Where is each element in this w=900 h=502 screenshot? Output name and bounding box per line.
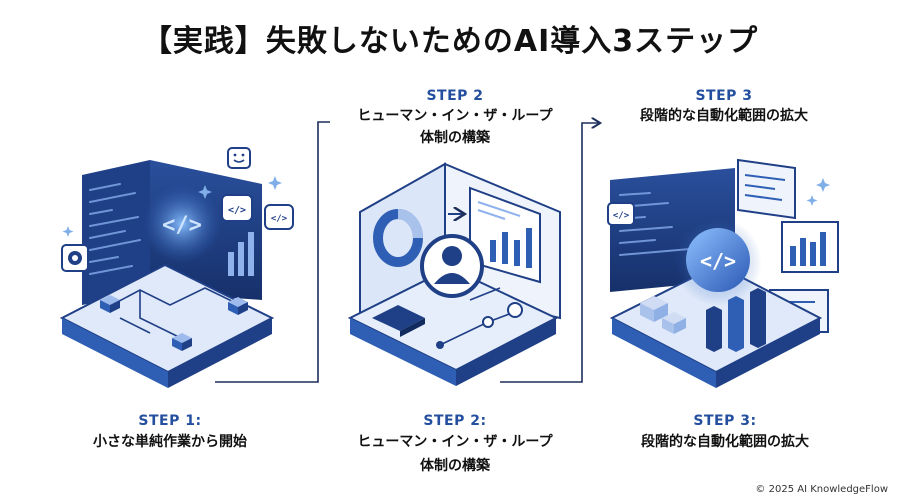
connector-line-2 (500, 123, 598, 383)
smiley-icon (227, 147, 251, 169)
connector-line-1 (215, 121, 330, 383)
step1-bottom-caption: STEP 1: 小さな単純作業から開始 (60, 413, 280, 453)
step1-illustration: </> </> </> (59, 147, 294, 388)
code-icon-small (607, 202, 635, 226)
donut-chart-icon (373, 209, 423, 267)
step3-bottom-caption: STEP 3: 段階的な自動化範囲の拡大 (600, 413, 850, 453)
step2-bottom-text-line2: 体制の構築 (420, 458, 490, 474)
step2-top-caption: STEP 2 ヒューマン・イン・ザ・ループ 体制の構築 (330, 88, 580, 148)
sparkle-icon (62, 176, 282, 237)
bar-chart-icon (469, 186, 541, 284)
copyright-notice: © 2025 AI KnowledgeFlow (755, 484, 888, 495)
step2-bottom-text-line1: ヒューマン・イン・ザ・ループ (357, 434, 553, 450)
step3-top-text: 段階的な自動化範囲の拡大 (640, 108, 808, 124)
step1-bottom-text: 小さな単純作業から開始 (93, 434, 247, 450)
step2-bottom-caption: STEP 2: ヒューマン・イン・ザ・ループ 体制の構築 (325, 413, 585, 477)
step3-top-label: STEP 3 (695, 88, 753, 104)
step2-bottom-label: STEP 2: (423, 413, 487, 429)
step2-top-text-line2: 体制の構築 (420, 130, 490, 146)
step3-illustration: </> (607, 158, 839, 388)
step3-bottom-text: 段階的な自動化範囲の拡大 (641, 434, 809, 450)
step3-bottom-label: STEP 3: (693, 413, 757, 429)
step1-bottom-label: STEP 1: (138, 413, 202, 429)
speech-bubble-code-icon: </> (221, 194, 253, 222)
user-icon (420, 234, 484, 298)
step2-top-text-line1: ヒューマン・イン・ザ・ループ (357, 108, 553, 124)
step2-illustration (347, 162, 561, 386)
step3-top-caption: STEP 3 段階的な自動化範囲の拡大 (604, 88, 844, 126)
code-icon: </> (162, 213, 202, 238)
svg-text:</>: </> (271, 214, 288, 224)
step2-top-label: STEP 2 (426, 88, 484, 104)
speech-bubble-code-icon-2: </> (264, 204, 294, 230)
sparkle-icon (806, 178, 830, 206)
gear-icon (61, 244, 89, 272)
bar-chart-icon (781, 221, 839, 273)
svg-text:</>: </> (613, 211, 630, 221)
svg-text:</>: </> (228, 205, 246, 216)
page-title: 【実践】失敗しないためのAI導入3ステップ (141, 24, 759, 59)
code-icon: </> (700, 249, 736, 273)
